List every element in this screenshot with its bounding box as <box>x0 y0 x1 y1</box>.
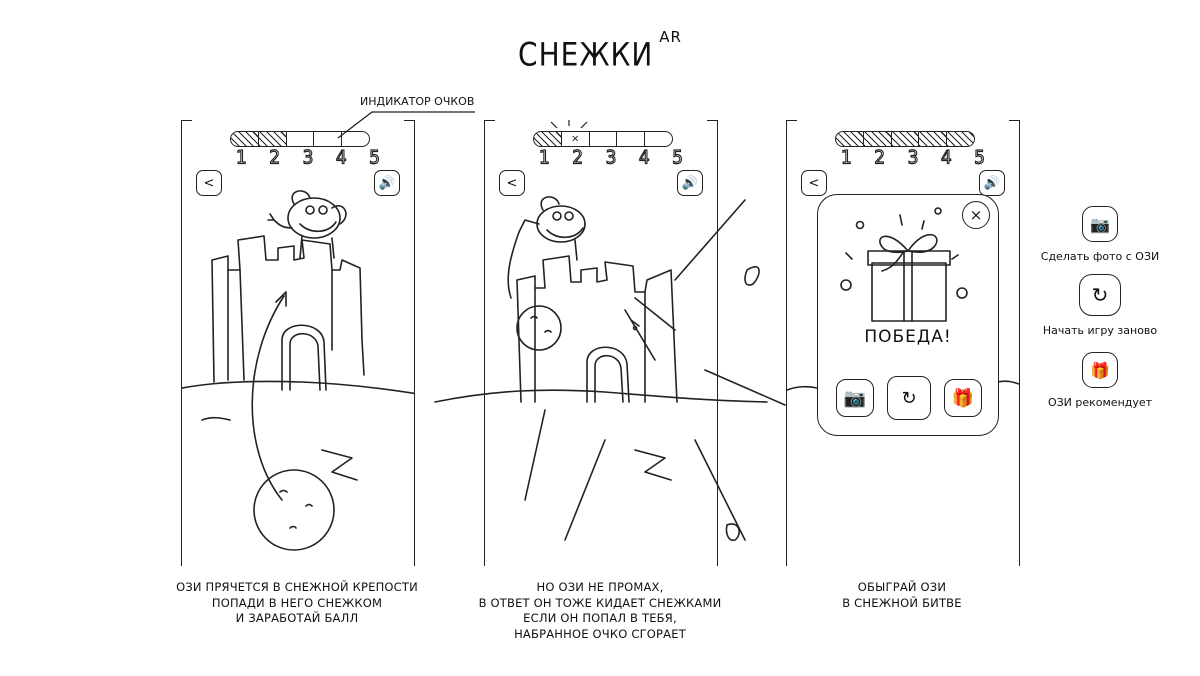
score-bar-3 <box>835 131 975 147</box>
sound-button[interactable]: 🔊 <box>374 170 400 196</box>
score-numbers: 1 2 3 4 5 <box>840 146 986 169</box>
photo-legend-button[interactable]: 📷 <box>1082 206 1118 242</box>
restart-legend-button[interactable]: ↻ <box>1079 274 1121 316</box>
gift-icon: 🎁 <box>951 387 975 409</box>
photo-button[interactable]: 📷 <box>836 379 874 417</box>
caption-line: ЕСЛИ ОН ПОПАЛ В ТЕБЯ, <box>523 611 677 625</box>
storyboard-panel-3: 1 2 3 4 5 < 🔊 × <box>786 120 1020 566</box>
score-cell <box>231 132 259 146</box>
score-numbers: 1 2 3 4 5 <box>235 146 381 169</box>
score-cell <box>314 132 343 146</box>
close-button[interactable]: × <box>962 201 990 229</box>
speaker-icon: 🔊 <box>983 175 1001 191</box>
score-number: 3 <box>302 146 314 169</box>
legend-label: Сделать фото с ОЗИ <box>1040 250 1160 263</box>
score-cell <box>863 132 892 146</box>
score-number: 1 <box>538 146 550 169</box>
miss-mark-icon: × <box>570 133 580 145</box>
title-main: СНЕЖКИ <box>518 35 654 74</box>
caption-line: ОБЫГРАЙ ОЗИ <box>857 580 947 594</box>
recommend-button[interactable]: 🎁 <box>944 379 982 417</box>
chevron-left-icon: < <box>203 175 215 191</box>
restart-button[interactable]: ↻ <box>887 376 931 420</box>
score-number: 2 <box>269 146 281 169</box>
score-cell <box>617 132 646 146</box>
score-number: 3 <box>907 146 919 169</box>
legend-restart: ↻ Начать игру заново <box>1030 274 1170 337</box>
caption-line: НО ОЗИ НЕ ПРОМАХ, <box>536 580 664 594</box>
scene-counterattack <box>434 196 786 542</box>
page-title: СНЕЖКИ AR <box>0 28 1200 74</box>
camera-icon: 📷 <box>843 387 867 409</box>
legend-label: ОЗИ рекомендует <box>1047 396 1153 409</box>
burn-sparks-icon <box>550 120 588 129</box>
restart-icon: ↻ <box>901 387 917 409</box>
legend-label: Начать игру заново <box>1042 324 1158 337</box>
score-cell <box>590 132 618 146</box>
caption-line: И ЗАРАБОТАЙ БАЛЛ <box>235 611 359 625</box>
victory-actions: 📷 ↻ 🎁 <box>836 376 982 420</box>
score-number: 1 <box>235 146 247 169</box>
score-number: 4 <box>638 146 650 169</box>
back-button[interactable]: < <box>801 170 827 196</box>
caption-panel-3: ОБЫГРАЙ ОЗИ В СНЕЖНОЙ БИТВЕ <box>762 580 1042 611</box>
score-bar-2: × <box>533 131 673 147</box>
title-ar: AR <box>659 27 682 46</box>
chevron-left-icon: < <box>808 175 820 191</box>
score-number: 2 <box>874 146 886 169</box>
speaker-icon: 🔊 <box>378 175 396 191</box>
score-number: 1 <box>840 146 852 169</box>
caption-line: НАБРАННОЕ ОЧКО СГОРАЕТ <box>514 626 686 641</box>
gift-icon: 🎁 <box>1090 360 1110 380</box>
caption-line: ОЗИ ПРЯЧЕТСЯ В СНЕЖНОЙ КРЕПОСТИ <box>176 580 418 594</box>
caption-panel-2: НО ОЗИ НЕ ПРОМАХ, В ОТВЕТ ОН ТОЖЕ КИДАЕТ… <box>460 580 740 642</box>
storyboard-panel-2: × 1 2 3 4 5 < 🔊 <box>434 120 786 566</box>
back-button[interactable]: < <box>196 170 222 196</box>
score-cell <box>836 132 864 146</box>
score-cell <box>891 132 920 146</box>
score-number: 4 <box>940 146 952 169</box>
gift-illustration <box>840 207 968 322</box>
score-cell <box>534 132 562 146</box>
scene-victory <box>787 380 1019 391</box>
victory-popup: × ПОБЕДА! 📷 ↻ 🎁 <box>817 194 999 436</box>
caption-panel-1: ОЗИ ПРЯЧЕТСЯ В СНЕЖНОЙ КРЕПОСТИ ПОПАДИ В… <box>157 580 437 627</box>
score-cell <box>919 132 948 146</box>
score-number: 5 <box>672 146 684 169</box>
restart-icon: ↻ <box>1091 283 1109 307</box>
recommend-legend-button[interactable]: 🎁 <box>1082 352 1118 388</box>
caption-line: ПОПАДИ В НЕГО СНЕЖКОМ <box>211 595 383 610</box>
close-icon: × <box>969 206 983 224</box>
chevron-left-icon: < <box>506 175 518 191</box>
legend-photo: 📷 Сделать фото с ОЗИ <box>1030 206 1170 263</box>
score-cell <box>947 132 974 146</box>
score-number: 4 <box>335 146 347 169</box>
camera-icon: 📷 <box>1090 214 1110 234</box>
caption-line: В ОТВЕТ ОН ТОЖЕ КИДАЕТ СНЕЖКАМИ <box>478 595 722 610</box>
score-number: 5 <box>974 146 986 169</box>
score-number: 2 <box>572 146 584 169</box>
score-number: 3 <box>605 146 617 169</box>
score-numbers: 1 2 3 4 5 <box>538 146 684 169</box>
score-cell <box>258 132 287 146</box>
legend-recommend: 🎁 ОЗИ рекомендует <box>1030 352 1170 409</box>
back-button[interactable]: < <box>499 170 525 196</box>
caption-line: В СНЕЖНОЙ БИТВЕ <box>842 595 962 610</box>
score-cell <box>287 132 315 146</box>
score-cell-missed: × <box>562 132 590 146</box>
score-cell <box>342 132 369 146</box>
speaker-icon: 🔊 <box>681 175 699 191</box>
score-indicator-callout: ИНДИКАТОР ОЧКОВ <box>360 95 475 108</box>
scene-fortress <box>182 190 414 551</box>
score-cell <box>645 132 672 146</box>
score-number: 5 <box>369 146 381 169</box>
storyboard-panel-1: 1 2 3 4 5 < 🔊 <box>181 120 415 566</box>
victory-text: ПОБЕДА! <box>864 327 952 347</box>
score-bar-1 <box>230 131 370 147</box>
sound-button[interactable]: 🔊 <box>979 170 1005 196</box>
sound-button[interactable]: 🔊 <box>677 170 703 196</box>
